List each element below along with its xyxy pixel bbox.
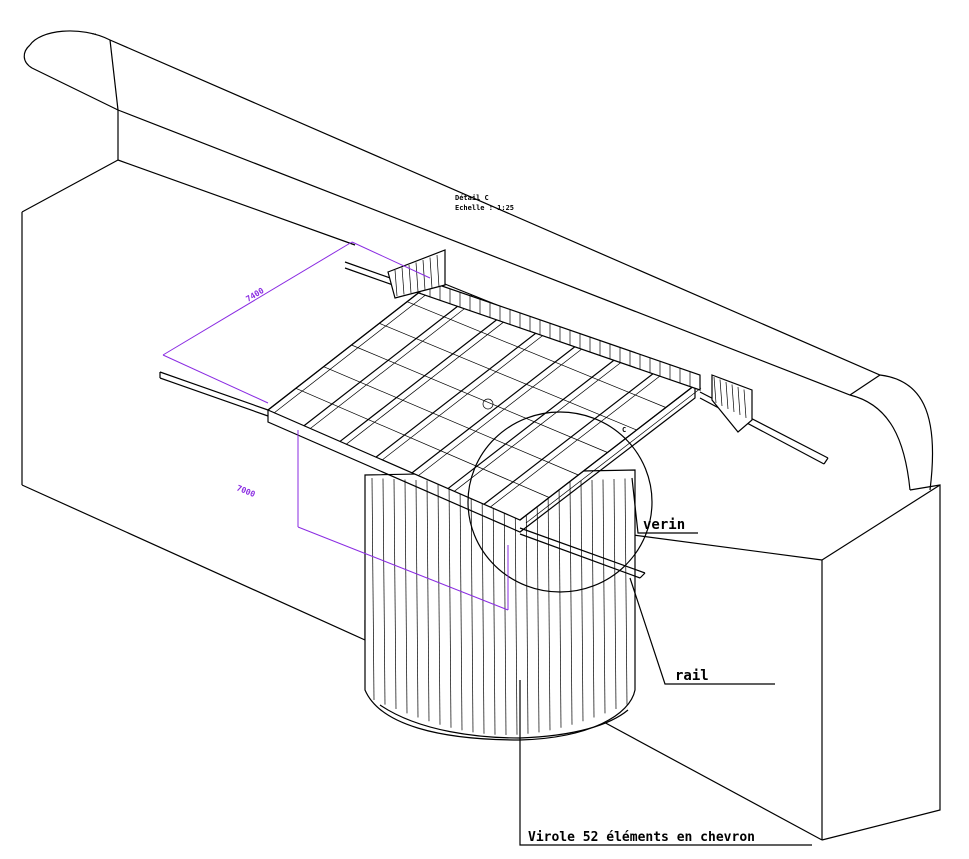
shell-stave xyxy=(569,480,573,725)
deck-crossbeam xyxy=(323,366,579,476)
bracket-hatch xyxy=(394,269,398,297)
shell-stave xyxy=(437,480,441,725)
platform-deck xyxy=(266,279,702,533)
shell-stave xyxy=(470,481,474,733)
shell-stave xyxy=(525,481,529,734)
shell-stave xyxy=(602,479,606,714)
jack-brackets xyxy=(387,249,753,433)
deck-beam-edge xyxy=(489,372,665,508)
deck-crossbeam xyxy=(407,301,666,408)
deck-beam-edge xyxy=(309,297,479,429)
deck-beam-edge xyxy=(381,327,553,461)
deck-beam-edge xyxy=(273,282,442,414)
shell-stave xyxy=(624,478,628,705)
shell-stave xyxy=(448,481,452,728)
bracket-hatch xyxy=(401,267,405,295)
dimension-depth: 7000 xyxy=(235,484,256,500)
shell-stave xyxy=(558,481,562,728)
deck-beam-edge xyxy=(345,312,516,445)
detail-marker: C xyxy=(622,426,626,434)
deck-crossbeam xyxy=(351,344,608,453)
shell-stave xyxy=(536,481,540,733)
deck-beam-edge xyxy=(417,342,590,477)
tunnel-vault: ~ xyxy=(23,30,934,491)
shell-stave xyxy=(415,479,419,718)
detail-scale: Echelle : 1:25 xyxy=(455,204,514,212)
shell-stave xyxy=(393,479,397,710)
detail-circle: C xyxy=(467,411,653,593)
shell-stave xyxy=(404,479,408,714)
svg-text:~: ~ xyxy=(92,30,96,38)
shell-stave xyxy=(382,478,386,705)
bracket-hatch xyxy=(725,381,729,410)
label-shell: Virole 52 éléments en chevron xyxy=(528,830,755,845)
bracket-hatch xyxy=(429,257,433,289)
bracket-hatch xyxy=(731,384,735,413)
bracket-hatch xyxy=(743,389,747,419)
bracket-hatch xyxy=(408,264,412,294)
bracket-hatch xyxy=(436,254,440,288)
shell-stave xyxy=(481,481,485,734)
shell-stave xyxy=(591,479,595,718)
leader-lines xyxy=(519,477,812,846)
shell-stave xyxy=(492,481,496,735)
bracket-hatch xyxy=(719,379,723,407)
shell-stave xyxy=(426,480,430,722)
dimension-lines: 7400 7000 xyxy=(162,241,509,611)
bracket-hatch xyxy=(713,376,717,404)
shell-stave xyxy=(547,481,551,731)
shell-stave xyxy=(613,479,617,710)
bracket-hatch xyxy=(737,386,741,416)
dimension-width: 7400 xyxy=(244,286,265,304)
shell-stave xyxy=(580,480,584,722)
label-rail: rail xyxy=(675,668,709,684)
deck-crossbeam xyxy=(379,323,637,431)
bracket-hatch xyxy=(415,262,419,292)
detail-title: Détail C xyxy=(455,194,489,202)
shell-stave xyxy=(459,481,463,731)
deck-beam-edge xyxy=(525,387,702,524)
deck-crossbeam xyxy=(295,388,550,498)
shell-stave xyxy=(371,477,375,701)
cylinder-shell xyxy=(364,469,636,741)
shell-stave xyxy=(514,481,518,735)
label-jack: verin xyxy=(643,517,685,533)
deck-beam-edge xyxy=(453,357,627,492)
